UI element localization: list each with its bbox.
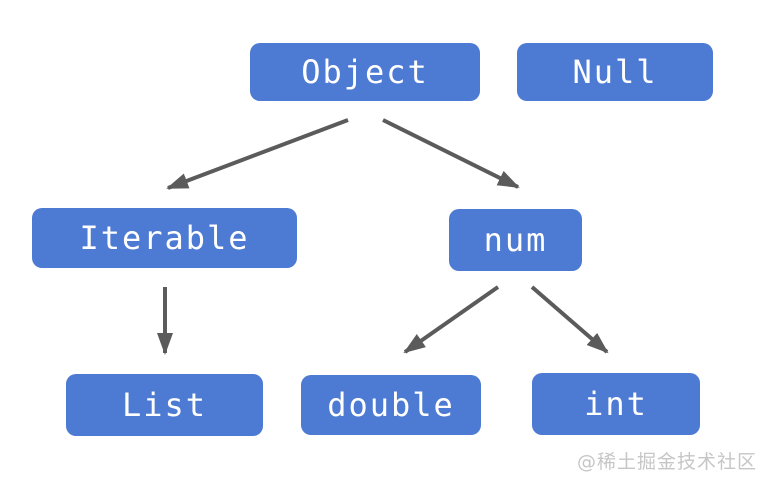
watermark-text: @稀土掘金技术社区 bbox=[576, 451, 757, 473]
edge-object-to-num bbox=[382, 118, 520, 189]
node-list: List bbox=[66, 374, 263, 436]
edge-object-to-iterable bbox=[166, 118, 349, 190]
node-num: num bbox=[449, 209, 582, 271]
edge-num-to-int bbox=[530, 285, 609, 354]
edge-num-to-double bbox=[403, 285, 500, 354]
node-double: double bbox=[301, 375, 481, 435]
node-int: int bbox=[532, 373, 700, 435]
node-null: Null bbox=[517, 43, 713, 101]
node-object: Object bbox=[250, 43, 480, 101]
node-iterable: Iterable bbox=[32, 208, 297, 268]
